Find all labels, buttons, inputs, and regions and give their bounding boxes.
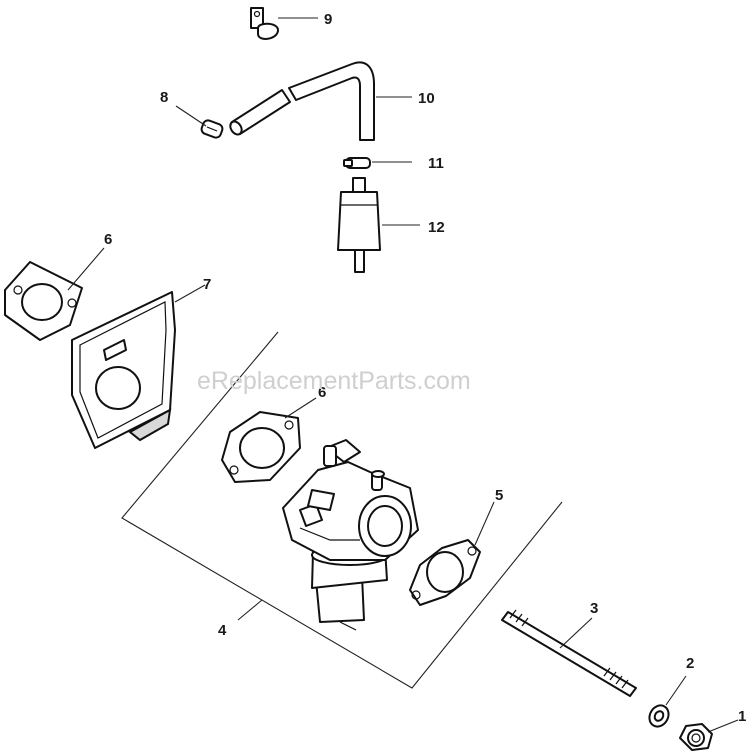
- leader-6-middle: [284, 397, 317, 419]
- callout-2: 2: [686, 655, 694, 672]
- callout-3: 3: [590, 600, 598, 617]
- part-11-clamp[interactable]: [343, 157, 371, 169]
- leader-6-upper: [67, 247, 105, 291]
- callout-8: 8: [160, 89, 168, 106]
- part-7-heat-shield[interactable]: [71, 291, 176, 449]
- leader-8: [175, 105, 207, 127]
- part-6-gasket-upper[interactable]: [4, 261, 83, 341]
- part-10-fuel-line[interactable]: [228, 61, 375, 141]
- callout-11: 11: [428, 155, 444, 172]
- callout-12: 12: [428, 219, 445, 236]
- callout-10: 10: [418, 90, 435, 107]
- part-12-fuel-filter[interactable]: [337, 177, 381, 273]
- part-2-washer[interactable]: [646, 702, 673, 730]
- part-9-clip[interactable]: [250, 7, 279, 40]
- callout-4: 4: [218, 622, 227, 639]
- callout-5: 5: [495, 487, 503, 504]
- leader-2: [665, 675, 687, 706]
- callout-6-upper: 6: [104, 231, 112, 248]
- part-4-carburetor[interactable]: [282, 439, 419, 631]
- part-5-gasket[interactable]: [409, 539, 481, 606]
- part-1-nut[interactable]: [679, 723, 713, 751]
- callout-9: 9: [324, 11, 332, 28]
- leader-4: [237, 599, 263, 621]
- part-6-gasket-middle[interactable]: [221, 411, 301, 483]
- callout-1: 1: [738, 708, 746, 725]
- leader-1: [707, 719, 739, 733]
- leader-5: [474, 501, 495, 546]
- leader-3: [559, 617, 593, 649]
- watermark-text: eReplacementParts.com: [197, 367, 471, 395]
- part-3-stud[interactable]: [501, 609, 637, 697]
- part-8-clamp[interactable]: [200, 119, 224, 139]
- callout-6-middle: 6: [318, 384, 326, 401]
- callout-7: 7: [203, 276, 211, 293]
- group-4-boundary: [121, 331, 563, 689]
- leader-7: [174, 284, 206, 303]
